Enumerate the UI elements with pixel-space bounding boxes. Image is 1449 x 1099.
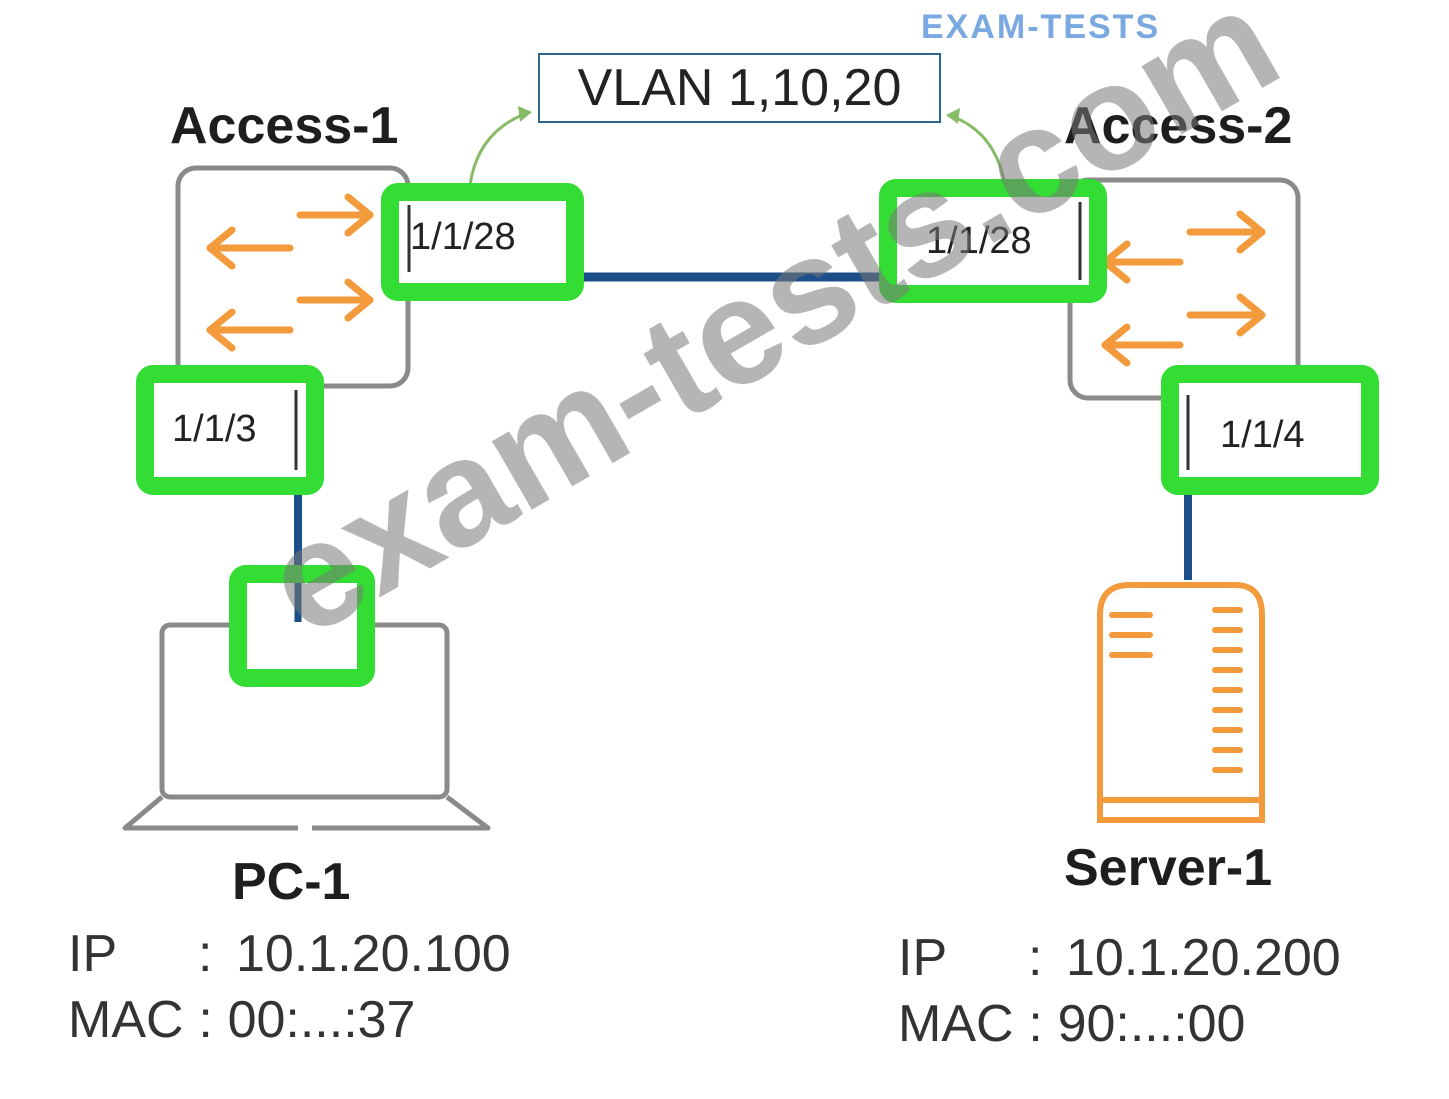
port-highlight-access1-1-1-3 [136, 365, 324, 495]
ip-key: IP [68, 925, 118, 983]
server-icon [1097, 582, 1265, 823]
pc-1-ip-row: IP:10.1.20.100 [68, 925, 511, 983]
vlan-arrow-left [468, 106, 532, 186]
pc-1-ip: 10.1.20.100 [236, 925, 511, 983]
port-label-access2-uplink: 1/1/28 [926, 220, 1032, 262]
switch-name-access-2: Access-2 [1064, 97, 1293, 155]
port-label-access1-access: 1/1/3 [172, 408, 257, 450]
host-name-pc-1: PC-1 [232, 853, 351, 911]
mac-key: MAC [898, 995, 1014, 1053]
switch-name-access-1: Access-1 [170, 97, 399, 155]
server-1-ip: 10.1.20.200 [1066, 929, 1341, 987]
server-1-ip-row: IP:10.1.20.200 [898, 929, 1341, 987]
port-highlight-access1-uplink [381, 183, 584, 301]
vlan-label-box: VLAN 1,10,20 [538, 53, 941, 123]
vlan-arrow-right [946, 108, 1007, 186]
pc-1-mac-row: MAC:00:...:37 [68, 991, 416, 1049]
mac-key: MAC [68, 991, 184, 1049]
port-label-access2-access: 1/1/4 [1220, 414, 1305, 456]
switch-access-1-icon [175, 165, 411, 389]
port-highlight-access2-uplink [879, 179, 1107, 303]
port-label-access1-uplink: 1/1/28 [410, 216, 516, 258]
pc-1-mac: 00:...:37 [227, 991, 416, 1049]
port-highlight-access2-1-1-4 [1161, 365, 1379, 495]
server-1-mac-row: MAC:90:...:00 [898, 995, 1246, 1053]
brand-logo-text: EXAM-TESTS [921, 8, 1161, 46]
vlan-label: VLAN 1,10,20 [577, 59, 902, 117]
host-name-server-1: Server-1 [1064, 839, 1273, 897]
port-highlight-pc-nic [229, 565, 375, 687]
server-1-mac: 90:...:00 [1057, 995, 1246, 1053]
ip-key: IP [898, 929, 948, 987]
